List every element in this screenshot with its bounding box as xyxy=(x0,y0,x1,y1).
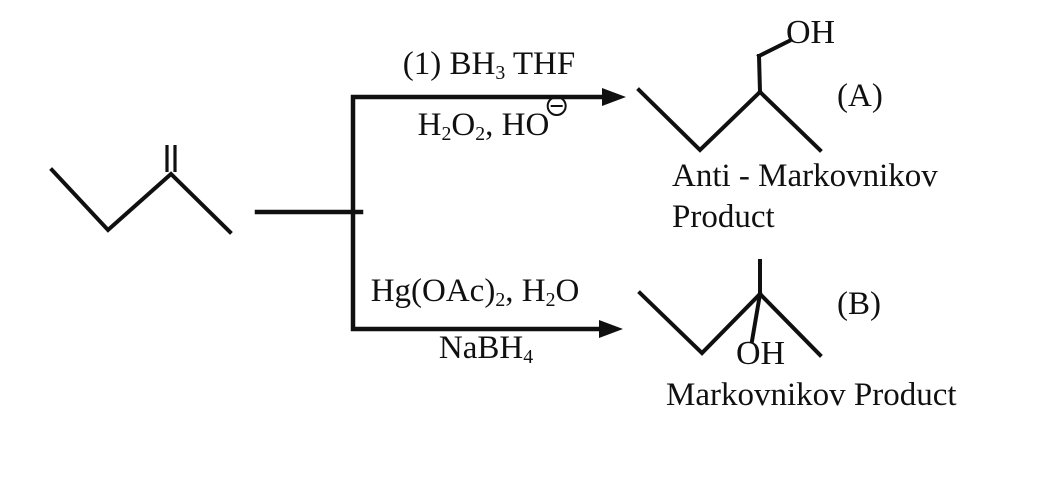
reactant-structure xyxy=(49,145,233,235)
hydroboration-reagent-label: (1) BH3 THF xyxy=(402,46,576,85)
product-b-caption: Markovnikov Product xyxy=(666,377,957,413)
product-a-tag: (A) xyxy=(837,78,883,114)
oxymercuration-reagent-label: Hg(OAc)2, H2O xyxy=(370,273,580,312)
product-a-caption-line1: Anti - Markovnikov xyxy=(672,158,938,194)
product-b-oh-label: OH xyxy=(736,335,786,372)
product-a-methyl-bond xyxy=(757,89,823,153)
product-b-chain-bonds xyxy=(637,290,763,356)
demercuration-reagent-label: NaBH4 xyxy=(438,330,534,369)
reactant-carbon-chain-bonds xyxy=(49,167,233,235)
branch-arrows xyxy=(350,88,626,338)
product-a-oh-label: OH xyxy=(786,14,836,51)
product-a-caption-line2: Product xyxy=(672,199,775,235)
product-b-tag: (B) xyxy=(837,286,881,322)
product-b-methyl-bond xyxy=(757,291,823,358)
oxidation-reagent-label: H2O2, HO xyxy=(418,96,567,144)
product-a-structure xyxy=(636,38,823,153)
circled-minus-charge-icon xyxy=(546,96,567,116)
product-a-chain-bonds xyxy=(636,87,763,153)
bottom-arrowhead-icon xyxy=(599,320,623,338)
top-arrowhead-icon xyxy=(602,88,626,106)
branch-bracket-line xyxy=(350,94,607,332)
product-b-structure xyxy=(637,259,823,358)
product-a-oh-bond xyxy=(756,38,792,59)
product-b-oh-bond xyxy=(749,291,763,344)
product-a-ch2-bond xyxy=(756,53,763,95)
